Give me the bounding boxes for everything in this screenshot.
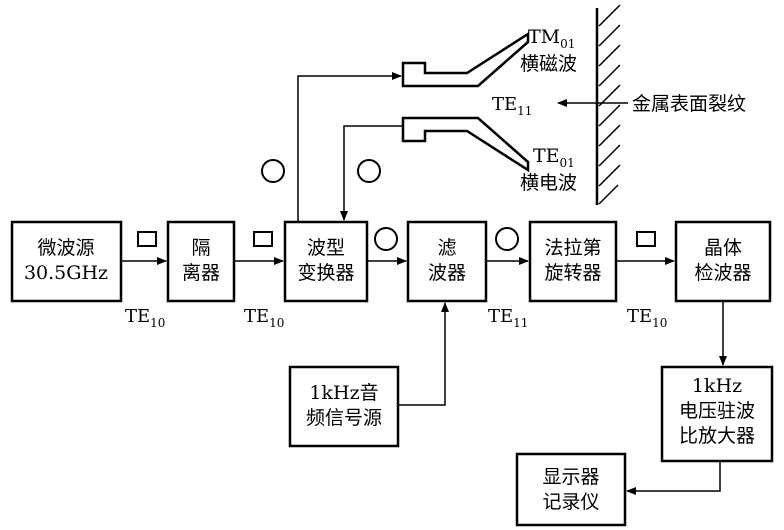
block-faraday-rotator: 法拉第 旋转器 — [528, 220, 618, 303]
lower-horn-antenna — [401, 116, 530, 173]
svg-text:1kHz音: 1kHz音 — [309, 382, 378, 404]
tm01-label: TM01 — [528, 26, 575, 51]
upper-feed-line — [297, 72, 402, 222]
rect-waveguide-icon — [636, 231, 656, 247]
svg-text:波器: 波器 — [428, 262, 466, 284]
svg-text:电压驻波: 电压驻波 — [679, 400, 755, 422]
svg-text:记录仪: 记录仪 — [542, 491, 599, 513]
svg-text:频信号源: 频信号源 — [306, 407, 382, 429]
rect-waveguide-icon — [137, 231, 157, 247]
block-display-recorder: 显示器 记录仪 — [515, 452, 627, 527]
svg-text:变换器: 变换器 — [297, 262, 354, 284]
circle-waveguide-icon — [374, 227, 398, 251]
svg-text:微波源: 微波源 — [37, 237, 94, 259]
svg-text:法拉第: 法拉第 — [544, 237, 601, 259]
svg-text:显示器: 显示器 — [542, 466, 599, 488]
svg-text:旋转器: 旋转器 — [544, 262, 601, 284]
svg-text:比放大器: 比放大器 — [679, 425, 755, 447]
svg-text:波型: 波型 — [307, 237, 345, 259]
svg-text:离器: 离器 — [182, 262, 220, 284]
te10-label: TE10 — [244, 306, 284, 330]
block-audio-source: 1kHz音 频信号源 — [288, 365, 400, 448]
svg-text:1kHz: 1kHz — [692, 375, 742, 397]
metal-surface — [595, 4, 621, 205]
circle-waveguide-icon — [261, 159, 285, 183]
block-microwave-source: 微波源 30.5GHz — [10, 220, 123, 303]
block-crystal-detector: 晶体 检波器 — [674, 220, 772, 303]
svg-text:隔: 隔 — [191, 237, 210, 259]
te01-name: 横电波 — [520, 172, 577, 194]
upper-horn-antenna — [401, 31, 530, 88]
signal-arrows — [121, 257, 727, 495]
tm01-name: 横磁波 — [520, 53, 577, 75]
circle-waveguide-icon — [495, 227, 519, 251]
lower-return-line — [340, 125, 403, 221]
svg-text:晶体: 晶体 — [704, 237, 742, 259]
circle-waveguide-icon — [357, 159, 381, 183]
te10-label: TE10 — [627, 306, 667, 330]
block-isolator: 隔 离器 — [166, 220, 236, 303]
block-mode-converter: 波型 变换器 — [283, 220, 369, 303]
rect-waveguide-icon — [253, 231, 273, 247]
block-vswr-amplifier: 1kHz 电压驻波 比放大器 — [660, 365, 774, 463]
te11-label: TE11 — [488, 306, 528, 330]
block-filter: 滤 波器 — [406, 220, 488, 303]
crack-label: 金属表面裂纹 — [632, 93, 746, 115]
svg-text:滤: 滤 — [437, 237, 456, 259]
te10-label: TE10 — [125, 306, 165, 330]
te01-label: TE01 — [533, 145, 575, 170]
svg-text:30.5GHz: 30.5GHz — [24, 262, 108, 284]
svg-text:检波器: 检波器 — [694, 262, 751, 284]
te11-reflect-label: TE11 — [492, 94, 532, 118]
